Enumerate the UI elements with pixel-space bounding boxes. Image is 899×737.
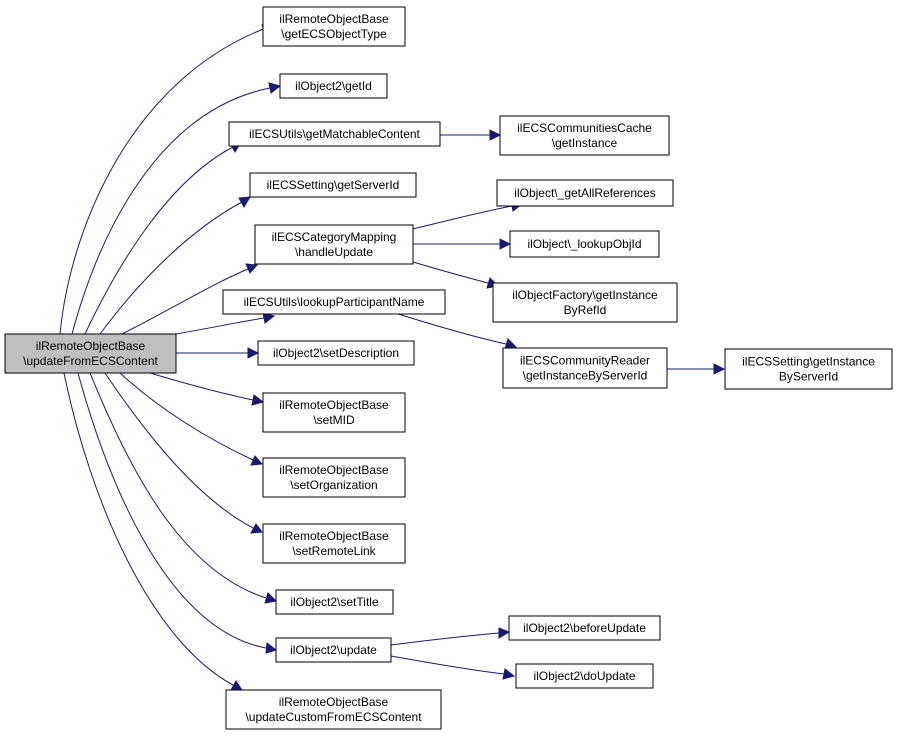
node-getServerId[interactable]: ilECSSetting\getServerId bbox=[249, 172, 417, 198]
node-setOrganization[interactable]: ilRemoteObjectBase\setOrganization bbox=[262, 457, 406, 498]
node-handleUpdate[interactable]: ilECSCategoryMapping\handleUpdate bbox=[254, 224, 414, 265]
edge-root-to-updateCustom bbox=[63, 372, 243, 691]
node-label-line: ilObject2\setDescription bbox=[273, 346, 399, 360]
edge-root-to-setRemoteLink bbox=[104, 372, 263, 534]
node-settingGetInstance[interactable]: ilECSSetting\getInstanceByServerId bbox=[724, 348, 893, 390]
node-label-line: \setMID bbox=[313, 413, 355, 427]
node-setMID[interactable]: ilRemoteObjectBase\setMID bbox=[262, 392, 406, 433]
node-label-line: ilRemoteObjectBase bbox=[279, 695, 389, 709]
node-getMatchableContent[interactable]: ilECSUtils\getMatchableContent bbox=[228, 121, 441, 147]
node-label-line: ilECSCategoryMapping bbox=[272, 230, 397, 244]
node-label-line: \getInstance bbox=[552, 136, 618, 150]
node-label-line: ilECSSetting\getServerId bbox=[267, 178, 400, 192]
node-setDescription[interactable]: ilObject2\setDescription bbox=[257, 340, 415, 366]
node-box bbox=[262, 6, 406, 47]
edge-root-to-setMID bbox=[149, 372, 265, 406]
node-box bbox=[509, 230, 660, 258]
edge-root-to-getId bbox=[71, 82, 282, 335]
edge-getMatchableContent-to-communitiesCache bbox=[440, 129, 502, 141]
node-communityReader[interactable]: ilECSCommunityReader\getInstanceByServer… bbox=[502, 347, 668, 389]
edge-root-to-handleUpdate bbox=[121, 263, 259, 335]
edge-root-to-lookupParticipantName bbox=[175, 312, 276, 335]
node-label-line: ilObject2\update bbox=[290, 643, 377, 657]
edge-handleUpdate-to-getInstanceByRefId bbox=[412, 261, 500, 289]
node-box bbox=[228, 121, 441, 147]
node-label-line: ilObject2\getId bbox=[295, 79, 372, 93]
edge-communityReader-to-settingGetInstance bbox=[667, 363, 726, 375]
node-label-line: ilRemoteObjectBase bbox=[36, 339, 146, 353]
node-box bbox=[515, 663, 654, 689]
node-beforeUpdate[interactable]: ilObject2\beforeUpdate bbox=[508, 615, 661, 641]
node-box bbox=[257, 340, 415, 366]
node-label-line: \updateCustomFromECSContent bbox=[245, 710, 422, 724]
node-box bbox=[262, 457, 406, 498]
edge-root-to-getMatchableContent bbox=[84, 141, 242, 335]
node-box bbox=[249, 172, 417, 198]
node-lookupObjId[interactable]: ilObject\_lookupObjId bbox=[509, 230, 660, 258]
edge-handleUpdate-to-lookupObjId bbox=[413, 238, 512, 250]
node-root[interactable]: ilRemoteObjectBase\updateFromECSContent bbox=[4, 333, 177, 374]
node-communitiesCache[interactable]: ilECSCommunitiesCache\getInstance bbox=[499, 115, 670, 156]
node-box bbox=[496, 179, 674, 207]
node-box bbox=[222, 289, 446, 315]
node-label-line: \getInstanceByServerId bbox=[523, 369, 648, 383]
node-label-line: ilObject2\beforeUpdate bbox=[523, 621, 646, 635]
edge-root-to-setDescription bbox=[176, 347, 260, 359]
node-label-line: \getECSObjectType bbox=[281, 27, 387, 41]
node-label-line: ilECSUtils\lookupParticipantName bbox=[244, 295, 425, 309]
node-box bbox=[275, 637, 392, 663]
node-box bbox=[502, 347, 668, 389]
node-label-line: ByRefId bbox=[564, 303, 607, 317]
node-lookupParticipantName[interactable]: ilECSUtils\lookupParticipantName bbox=[222, 289, 446, 315]
node-getECSObjectType[interactable]: ilRemoteObjectBase\getECSObjectType bbox=[262, 6, 406, 47]
edge-update-to-doUpdate bbox=[390, 655, 516, 680]
node-box bbox=[499, 115, 670, 156]
node-label-line: ilObject2\doUpdate bbox=[533, 669, 635, 683]
node-label-line: ilECSCommunitiesCache bbox=[517, 121, 652, 135]
node-box bbox=[279, 73, 388, 99]
node-label-line: \setRemoteLink bbox=[292, 544, 376, 558]
node-label-line: \updateFromECSContent bbox=[23, 354, 158, 368]
edge-root-to-update bbox=[77, 372, 278, 654]
node-label-line: ilECSCommunityReader bbox=[520, 354, 650, 368]
node-box bbox=[508, 615, 661, 641]
node-getId[interactable]: ilObject2\getId bbox=[279, 73, 388, 99]
node-box bbox=[275, 589, 394, 615]
node-box bbox=[225, 689, 442, 730]
node-box bbox=[262, 523, 406, 564]
node-setRemoteLink[interactable]: ilRemoteObjectBase\setRemoteLink bbox=[262, 523, 406, 564]
node-doUpdate[interactable]: ilObject2\doUpdate bbox=[515, 663, 654, 689]
node-box bbox=[724, 348, 893, 390]
edge-root-to-getServerId bbox=[99, 196, 251, 335]
node-box bbox=[492, 282, 678, 323]
node-label-line: ilObject2\setTitle bbox=[290, 595, 379, 609]
edge-root-to-setTitle bbox=[89, 372, 278, 604]
node-box bbox=[262, 392, 406, 433]
node-label-line: \handleUpdate bbox=[295, 245, 373, 259]
node-label-line: ilECSSetting\getInstance bbox=[742, 355, 875, 369]
node-updateCustom[interactable]: ilRemoteObjectBase\updateCustomFromECSCo… bbox=[225, 689, 442, 730]
node-box bbox=[254, 224, 414, 265]
node-update[interactable]: ilObject2\update bbox=[275, 637, 392, 663]
node-label-line: ilObjectFactory\getInstance bbox=[512, 288, 658, 302]
node-box bbox=[4, 333, 177, 374]
node-label-line: ilRemoteObjectBase bbox=[279, 529, 389, 543]
node-label-line: ilRemoteObjectBase bbox=[279, 12, 389, 26]
node-label-line: ilObject\_getAllReferences bbox=[514, 186, 655, 200]
edge-update-to-beforeUpdate bbox=[390, 627, 511, 646]
node-label-line: ilRemoteObjectBase bbox=[279, 398, 389, 412]
node-setTitle[interactable]: ilObject2\setTitle bbox=[275, 589, 394, 615]
edge-root-to-getECSObjectType bbox=[59, 24, 278, 335]
node-label-line: ilObject\_lookupObjId bbox=[527, 237, 641, 251]
edge-root-to-setOrganization bbox=[119, 372, 264, 466]
node-label-line: ilRemoteObjectBase bbox=[279, 463, 389, 477]
node-label-line: ByServerId bbox=[779, 370, 838, 384]
node-getAllReferences[interactable]: ilObject\_getAllReferences bbox=[496, 179, 674, 207]
node-label-line: ilECSUtils\getMatchableContent bbox=[249, 127, 420, 141]
node-label-line: \setOrganization bbox=[290, 478, 377, 492]
